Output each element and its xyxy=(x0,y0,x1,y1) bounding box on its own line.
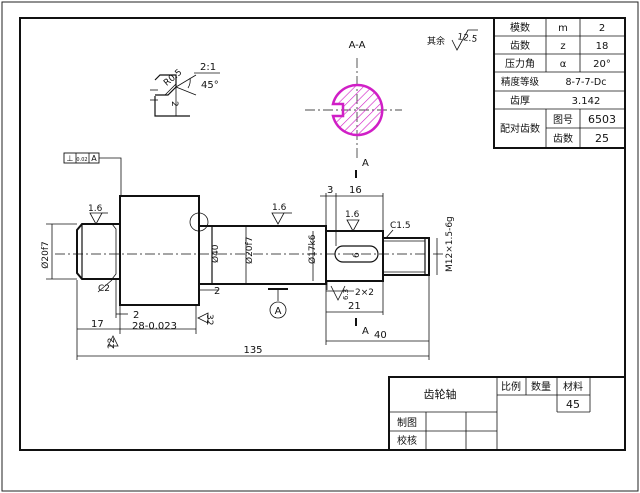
dim-2-shoulder: 2 xyxy=(133,310,139,321)
dim-28: 28-0.023 xyxy=(132,321,177,332)
material-header: 材料 xyxy=(563,380,583,393)
dim-22: 22 xyxy=(107,338,117,349)
dim-3: 3 xyxy=(327,185,333,196)
mating-drawing-no: 6503 xyxy=(588,113,616,126)
gear-row-2-symbol: z xyxy=(560,41,565,52)
dim-40: 40 xyxy=(374,330,387,341)
gear-row-2-value: 18 xyxy=(596,41,609,52)
section-arrow-bottom-label: A xyxy=(362,326,369,337)
shaft-cross-section xyxy=(331,83,384,137)
scale-header: 比例 xyxy=(501,380,521,393)
dim-shoulder-dia: Ø40 xyxy=(210,244,221,263)
checked-by-label: 校核 xyxy=(397,434,417,447)
dim-16-top: 16 xyxy=(349,185,362,196)
detail-depth: 2 xyxy=(169,101,179,107)
roughness-bearing: 1.6 xyxy=(272,203,287,213)
roughness-gear: 1.6 xyxy=(88,204,103,214)
dim-thread: M12×1.5-6g xyxy=(445,216,455,272)
material-value: 45 xyxy=(566,398,580,411)
title-block: 齿轮轴 比例 数量 材料 45 制图 校核 xyxy=(388,376,626,451)
dim-135: 135 xyxy=(243,345,262,356)
gear-row-1-symbol: m xyxy=(558,23,568,34)
gear-row-2-label: 齿数 xyxy=(510,39,530,52)
rest-surface-value: 12.5 xyxy=(457,32,478,45)
dim-32: 32 xyxy=(204,314,214,325)
gear-parameter-table: 模数 m 2 齿数 z 18 压力角 α 20° 精度等级 8-7-7-Dc 齿… xyxy=(493,17,626,149)
quantity-header: 数量 xyxy=(531,380,551,393)
dim-bearing-dia: Ø20f7 xyxy=(244,237,255,264)
roughness-keyway: 1.6 xyxy=(345,210,360,220)
gear-row-3-label: 压力角 xyxy=(505,57,535,70)
mating-teeth-label: 齿数 xyxy=(553,132,573,145)
mating-teeth: 25 xyxy=(595,132,609,145)
dim-21: 21 xyxy=(348,301,361,312)
gear-row-1-value: 2 xyxy=(599,23,605,34)
mating-gear-label: 配对齿数 xyxy=(500,122,540,135)
gear-row-4-value: 8-7-7-Dc xyxy=(566,77,607,88)
datum-letter: A xyxy=(275,306,282,317)
gear-row-3-value: 20° xyxy=(593,59,611,70)
tolerance-value: 0.02 xyxy=(76,157,87,163)
dim-17: 17 xyxy=(91,319,104,330)
gear-row-3-symbol: α xyxy=(560,59,567,70)
roughness-groove: 6.3 xyxy=(342,289,350,300)
gear-row-4-label: 精度等级 xyxy=(501,76,540,88)
detail-view: 2:1 45° R0.5 2 xyxy=(150,62,220,117)
section-markers: A A A xyxy=(268,158,369,337)
surface-roughness-note: 其余 12.5 xyxy=(427,29,478,51)
dim-chamfer-left: C2 xyxy=(98,284,110,294)
gear-row-1-label: 模数 xyxy=(510,21,530,34)
gear-row-5-value: 3.142 xyxy=(572,96,601,107)
section-label: A-A xyxy=(349,40,366,51)
dim-gear-dia: Ø20f7 xyxy=(40,241,51,268)
part-name: 齿轮轴 xyxy=(424,387,457,401)
section-arrow-top-label: A xyxy=(362,158,369,169)
dimensions: Ø20f7 C2 2 17 28-0.023 22 32 135 Ø40 2 Ø… xyxy=(40,185,455,360)
detail-radius: R0.5 xyxy=(162,68,184,89)
dim-2-bearing: 2 xyxy=(214,286,220,297)
detail-scale: 2:1 xyxy=(200,62,216,73)
rest-surface-label: 其余 xyxy=(427,35,445,47)
dim-groove: 2×2 xyxy=(355,288,374,298)
roughness-symbols: 1.6 1.6 1.6 6.3 xyxy=(88,203,360,301)
dim-keyway-dia: Ø17k6 xyxy=(307,234,318,264)
mating-drawing-no-label: 图号 xyxy=(553,114,573,126)
tolerance-datum: A xyxy=(91,154,97,163)
drawn-by-label: 制图 xyxy=(397,416,417,429)
gear-row-5-label: 齿厚 xyxy=(510,95,530,107)
tolerance-symbol: ⊥ xyxy=(67,154,74,163)
detail-angle: 45° xyxy=(201,80,219,91)
drawing-frame xyxy=(19,17,626,451)
section-a-a: A-A xyxy=(305,40,402,160)
geometric-tolerance-frame: ⊥ 0.02 A xyxy=(63,152,122,195)
dim-chamfer-right: C1.5 xyxy=(390,221,411,231)
dim-keyway-depth: 6 xyxy=(352,252,362,258)
